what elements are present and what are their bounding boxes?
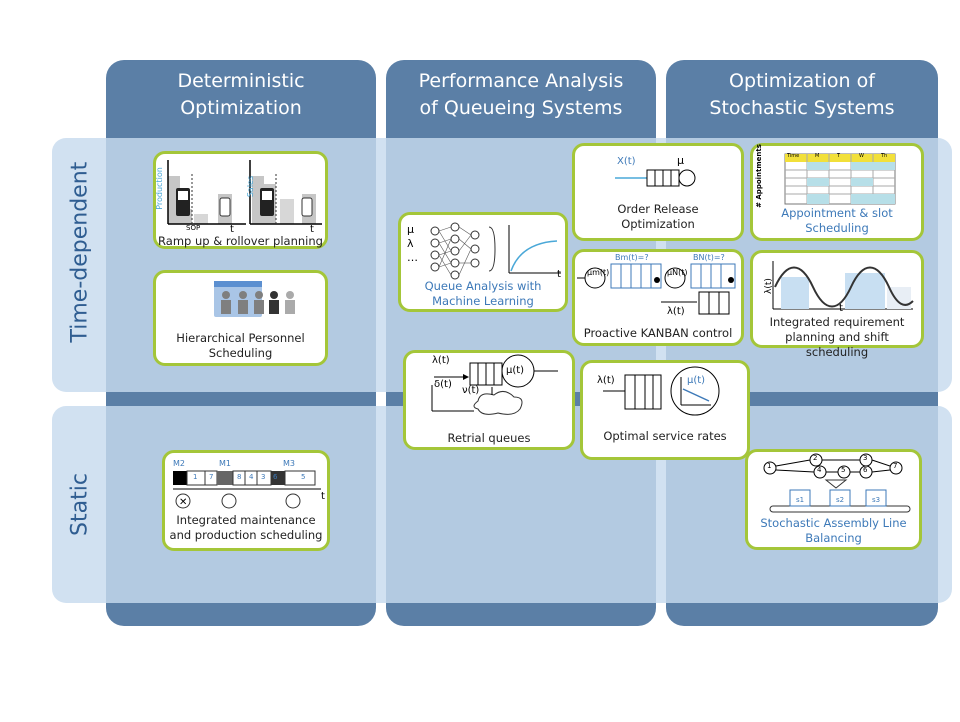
- requirement-illustration: [772, 261, 914, 310]
- requirement-caption: Integrated requirement planning and shif…: [769, 315, 905, 359]
- mu-label: μ(t): [506, 365, 525, 376]
- nu-label: ν(t): [462, 385, 480, 396]
- service-rates-illustration: [603, 366, 720, 416]
- kanban-caption: Proactive KANBAN control: [583, 326, 733, 340]
- machine-label-m1: M1: [219, 459, 231, 468]
- time-axis-label: t: [839, 303, 843, 314]
- ramp-up-caption: Ramp up & rollover planning: [158, 234, 323, 248]
- node-1: 1: [767, 462, 772, 470]
- job-1: 1: [193, 473, 198, 481]
- node-3: 3: [863, 454, 868, 462]
- personnel-illustration: [214, 281, 295, 317]
- assembly-graph: [763, 453, 911, 513]
- production-axis-label: Production: [154, 167, 164, 210]
- card-requirement: λ(t) t Integrated requirement planning a…: [750, 250, 924, 359]
- time-axis-label: t: [557, 269, 561, 280]
- header-time: Time: [787, 153, 800, 159]
- station-s3: s3: [872, 496, 881, 504]
- gantt-illustration: ✕: [173, 470, 321, 509]
- b-n-label: BN(t)=?: [693, 253, 725, 262]
- card-maintenance: ✕ M2 M1 M3 1 7 8 4 3 6 5 t Integrated ma…: [162, 450, 330, 551]
- node-4: 4: [817, 466, 822, 474]
- input-mu: μ: [407, 223, 414, 236]
- header-m: M: [815, 153, 820, 159]
- ramp-up-illustration: [167, 160, 322, 225]
- node-6: 6: [863, 466, 868, 474]
- svg-text:✕: ✕: [179, 497, 187, 508]
- station-s1: s1: [796, 496, 805, 504]
- job-6: 6: [273, 473, 278, 481]
- appointment-table: [784, 153, 896, 205]
- node-2: 2: [813, 454, 818, 462]
- card-ramp-up: Production Sales SOP t t Ramp up & rollo…: [153, 151, 328, 249]
- job-3: 3: [261, 473, 266, 481]
- node-7: 7: [893, 462, 898, 470]
- card-order-release: X(t) μ Order Release Optimization: [572, 143, 744, 241]
- mu-m-label: μm(t): [587, 268, 610, 277]
- column-title-stochastic: Optimization of Stochastic Systems: [709, 70, 895, 119]
- job-4: 4: [249, 473, 254, 481]
- time-axis-label: t: [230, 224, 234, 235]
- input-dots: …: [407, 251, 418, 264]
- queue-ml-caption: Queue Analysis with Machine Learning: [424, 279, 542, 308]
- job-5: 5: [301, 473, 306, 481]
- column-title-performance: Performance Analysis of Queueing Systems: [418, 70, 624, 119]
- job-7: 7: [209, 473, 214, 481]
- lambda-label: λ(t): [763, 278, 774, 294]
- header-t: T: [837, 153, 841, 159]
- neural-net-illustration: [430, 222, 561, 280]
- appointment-axis-label: # Appointments: [754, 144, 763, 208]
- node-5: 5: [841, 466, 846, 474]
- mu-label: μ: [677, 154, 684, 167]
- assembly-caption: Stochastic Assembly Line Balancing: [760, 516, 907, 545]
- card-kanban: μm(t) Bm(t)=? μN(t) BN(t)=? λ(t) Proacti…: [572, 249, 744, 346]
- row-label-static: Static: [67, 473, 93, 536]
- order-release-illustration: [615, 169, 696, 187]
- service-rates-caption: Optimal service rates: [603, 429, 727, 443]
- machine-label-m3: M3: [283, 459, 295, 468]
- card-service-rates: λ(t) μ(t) Optimal service rates: [580, 360, 750, 460]
- machine-label-m2: M2: [173, 459, 185, 468]
- retrial-illustration: [431, 354, 558, 415]
- time-axis-label-2: t: [310, 224, 314, 235]
- delta-label: δ(t): [434, 379, 452, 390]
- card-assembly: 1 2 3 4 5 6 7 s1 s2 s3 Stochastic Assemb…: [745, 449, 922, 550]
- card-queue-ml: μ λ … t Queue Analysis with Machine Lear…: [398, 212, 568, 312]
- mu-n-label: μN(t): [667, 268, 688, 277]
- lambda-label: λ(t): [667, 306, 685, 317]
- lambda-label: λ(t): [432, 355, 450, 366]
- column-title-deterministic: Deterministic Optimization: [177, 70, 305, 119]
- mu-label: μ(t): [687, 375, 706, 386]
- retrial-caption: Retrial queues: [447, 431, 531, 445]
- lambda-label: λ(t): [597, 375, 615, 386]
- job-8: 8: [237, 473, 242, 481]
- kanban-illustration: [577, 263, 736, 315]
- input-lambda: λ: [407, 237, 414, 250]
- order-release-caption: Order Release Optimization: [617, 202, 699, 231]
- maintenance-caption: Integrated maintenance and production sc…: [169, 513, 323, 542]
- card-retrial: λ(t) δ(t) ν(t) μ(t) Retrial queues: [403, 350, 575, 450]
- station-s2: s2: [836, 496, 845, 504]
- sales-axis-label: Sales: [246, 175, 256, 198]
- header-w: W: [859, 153, 864, 159]
- b-m-label: Bm(t)=?: [615, 253, 649, 262]
- sop-label: SOP: [186, 224, 201, 232]
- x-label: X(t): [617, 156, 636, 167]
- appointment-caption: Appointment & slot Scheduling: [781, 206, 893, 235]
- row-label-time-dependent: Time-dependent: [67, 161, 93, 343]
- personnel-caption: Hierarchical Personnel Scheduling: [176, 331, 305, 360]
- card-personnel: Hierarchical Personnel Scheduling: [153, 270, 328, 366]
- card-appointment: # Appointments Time M T W Th Appointment…: [750, 143, 924, 241]
- time-axis-label: t: [321, 491, 325, 502]
- header-th: Th: [881, 153, 888, 159]
